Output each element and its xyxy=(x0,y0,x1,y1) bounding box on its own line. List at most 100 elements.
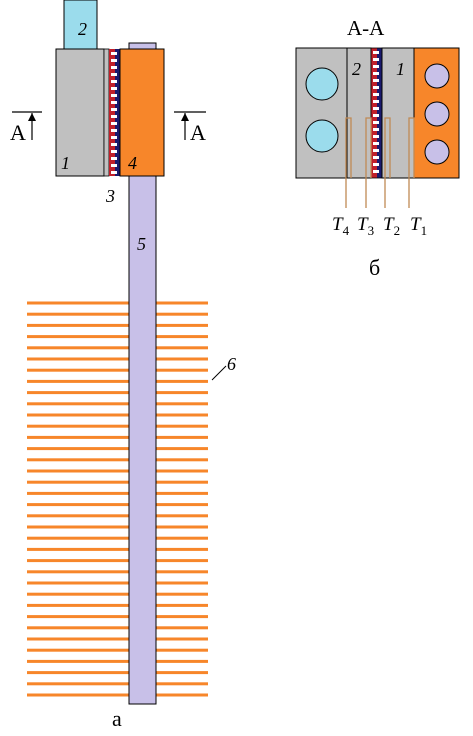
thermoelement-dash xyxy=(111,171,117,174)
thermoelement-dash xyxy=(373,107,379,110)
fin xyxy=(27,603,208,607)
fin xyxy=(27,637,208,641)
fin xyxy=(27,402,208,406)
thermoelement-dash xyxy=(111,59,117,62)
fin xyxy=(27,480,208,484)
label-fins: 6 xyxy=(227,354,236,374)
fin xyxy=(27,559,208,563)
fin xyxy=(27,413,208,417)
fin-stack xyxy=(27,301,208,697)
thermoelement-dash xyxy=(111,122,117,125)
thermoelement-dash xyxy=(111,52,117,55)
thermoelement-dash xyxy=(111,80,117,83)
thermoelement-dash xyxy=(373,135,379,138)
fin xyxy=(27,514,208,518)
section-marker-right-label: A xyxy=(190,120,206,145)
thermoelement-dash xyxy=(111,164,117,167)
caption-a: а xyxy=(112,706,122,731)
gray-block xyxy=(55,48,105,177)
thermoelement-dash xyxy=(373,79,379,82)
thermoelement-dash xyxy=(373,170,379,173)
rod-circle-2 xyxy=(424,101,450,127)
fin xyxy=(27,491,208,495)
thermocouple-label-t4: T4 xyxy=(332,214,350,238)
thermoelement-dash xyxy=(373,86,379,89)
label-orange-block: 4 xyxy=(128,153,137,173)
orange-block xyxy=(119,48,165,177)
thermocouple-label-t2: T2 xyxy=(383,214,400,238)
thermoelement-dash xyxy=(373,128,379,131)
thermoelement-strip-b xyxy=(370,47,383,179)
label-right-block: 1 xyxy=(396,59,405,79)
thermoelement-dash xyxy=(111,73,117,76)
fin xyxy=(27,570,208,574)
thermocouple-probes xyxy=(345,117,415,208)
blue-pipe-circle-top xyxy=(305,67,339,101)
fin xyxy=(27,503,208,507)
leader-fins xyxy=(211,365,227,381)
thermocouple-label-t1: T1 xyxy=(410,214,427,238)
fin xyxy=(27,447,208,451)
fin xyxy=(27,615,208,619)
thermoelement-dash xyxy=(111,94,117,97)
section-marker-left-label: A xyxy=(10,120,26,145)
fin xyxy=(27,323,208,327)
fin xyxy=(27,424,208,428)
section-marker-left: A xyxy=(10,111,42,145)
rod xyxy=(128,175,157,705)
fin xyxy=(27,659,208,663)
label-gray-block: 1 xyxy=(61,153,70,173)
thermoelement-dash xyxy=(373,93,379,96)
thermoelement-dash xyxy=(373,65,379,68)
gray-left-block xyxy=(295,47,348,179)
fin xyxy=(27,671,208,675)
fin xyxy=(27,682,208,686)
fin xyxy=(27,536,208,540)
fin xyxy=(27,391,208,395)
thermoelement-dash xyxy=(111,108,117,111)
fin xyxy=(27,525,208,529)
thermoelement-dash xyxy=(111,143,117,146)
thermoelement-dash xyxy=(111,87,117,90)
thermoelement-dash xyxy=(111,101,117,104)
caption-b: б xyxy=(369,255,380,280)
fin xyxy=(27,592,208,596)
fin xyxy=(27,435,208,439)
fin xyxy=(27,346,208,350)
fin xyxy=(27,335,208,339)
fin xyxy=(27,458,208,462)
thermoelement-dash xyxy=(111,157,117,160)
view-b: A-A 2 1 T4 xyxy=(295,16,460,280)
thermoelement-dash xyxy=(373,121,379,124)
section-marker-right: A xyxy=(174,111,206,145)
label-rod: 5 xyxy=(137,234,146,254)
label-left-block: 2 xyxy=(352,59,361,79)
thermoelement-dash xyxy=(111,115,117,118)
fin xyxy=(27,368,208,372)
thermoelement-dash xyxy=(111,129,117,132)
fin xyxy=(27,547,208,551)
blue-pipe-circle-bottom xyxy=(305,119,339,153)
rod-circle-3 xyxy=(424,139,450,165)
thermoelement-dash xyxy=(373,149,379,152)
thermoelement-dash xyxy=(373,163,379,166)
thermoelement-dash xyxy=(373,72,379,75)
fin xyxy=(27,648,208,652)
thermoelement-dash xyxy=(111,66,117,69)
section-title: A-A xyxy=(347,16,385,40)
label-pipe: 2 xyxy=(78,19,87,39)
label-thermoelement: 3 xyxy=(105,186,115,206)
thermocouple-label-t3: T3 xyxy=(357,214,374,238)
thermoelement-strip xyxy=(103,48,120,177)
thermoelement-dash xyxy=(373,156,379,159)
thermocouple-labels: T4 T3 T2 T1 xyxy=(332,214,427,238)
thermoelement-dash xyxy=(111,136,117,139)
thermoelement-dash xyxy=(373,114,379,117)
fin xyxy=(27,581,208,585)
fin xyxy=(27,312,208,316)
fin xyxy=(27,469,208,473)
thermoelement-dash xyxy=(373,51,379,54)
thermoelement-dash xyxy=(373,100,379,103)
thermoelement-dash xyxy=(373,58,379,61)
